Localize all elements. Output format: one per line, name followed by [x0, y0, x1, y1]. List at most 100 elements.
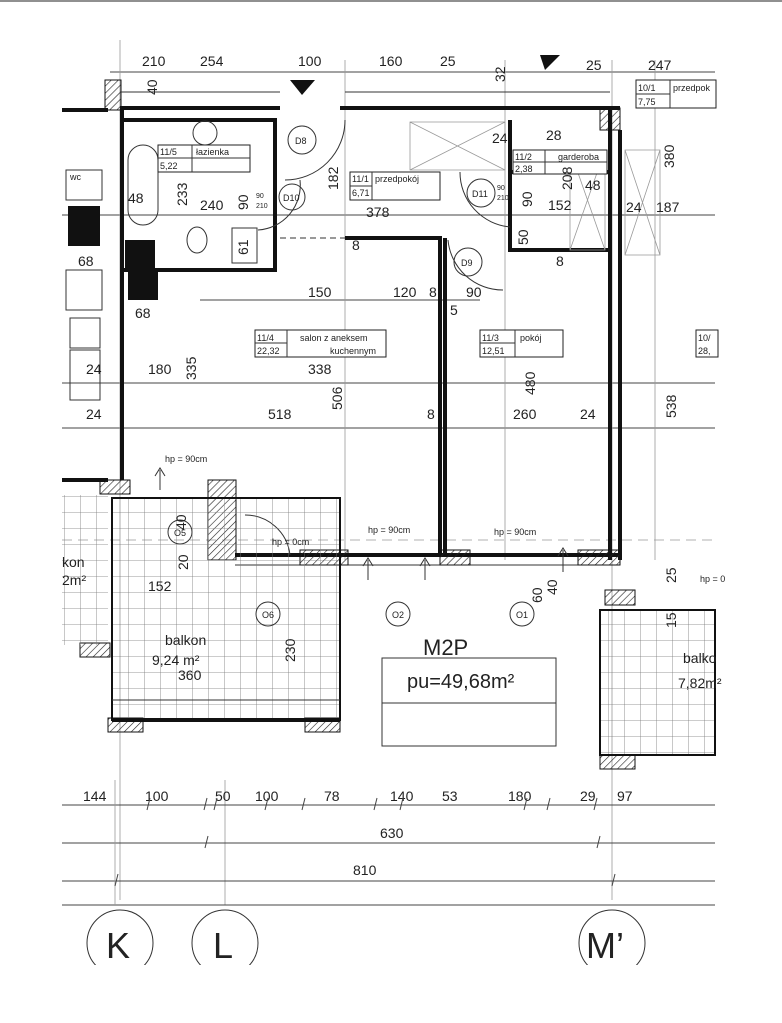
- plan-label: L: [213, 925, 233, 966]
- plan-label: 10/: [698, 333, 711, 343]
- plan-label: 247: [648, 57, 672, 73]
- plan-label: 240: [200, 197, 224, 213]
- plan-label: 8: [556, 253, 564, 269]
- plan-label: 10/1: [638, 83, 656, 93]
- plan-label: 335: [183, 356, 199, 380]
- plan-label: 260: [513, 406, 537, 422]
- room-11-5-label: 11/5 łazienka 5,22: [157, 144, 251, 173]
- plan-label: 11/2: [515, 152, 532, 162]
- plan-label: 538: [663, 394, 679, 418]
- plan-label: 518: [268, 406, 292, 422]
- plan-label: 48: [128, 190, 144, 206]
- plan-label: O6: [262, 610, 274, 620]
- room-11-2-label: 11/2 garderoba 2,38: [512, 149, 608, 175]
- plan-label: 150: [308, 284, 332, 300]
- wc-label: wc: [69, 172, 81, 182]
- plan-label: 7,75: [638, 97, 656, 107]
- plan-label: O1: [516, 610, 528, 620]
- plan-label: 810: [353, 862, 377, 878]
- plan-label: 210: [256, 203, 268, 210]
- plan-label: 100: [145, 788, 169, 804]
- plan-label: 25: [663, 567, 679, 583]
- plan-label: 24: [580, 406, 596, 422]
- plan-label: 187: [656, 199, 680, 215]
- plan-label: 100: [298, 53, 322, 69]
- plan-label: 29: [580, 788, 596, 804]
- plan-label: 22,32: [257, 346, 280, 356]
- plan-label: 7,82m²: [678, 675, 722, 691]
- plan-label: 28: [546, 127, 562, 143]
- plan-label: 11/1: [352, 174, 369, 184]
- plan-label: 28,: [698, 346, 711, 356]
- plan-label: 2,38: [515, 164, 533, 174]
- plan-label: 24: [492, 130, 508, 146]
- plan-label: 630: [380, 825, 404, 841]
- room-10-label: 10/ 28,: [695, 329, 719, 358]
- plan-label: 11/4: [257, 333, 274, 343]
- plan-label: 11/3: [482, 333, 499, 343]
- plan-label: 60: [529, 587, 545, 603]
- plan-label: 25: [586, 57, 602, 73]
- plan-label: 78: [324, 788, 340, 804]
- plan-label: D11: [472, 189, 488, 199]
- plan-label: 15: [663, 612, 679, 628]
- plan-label: 506: [329, 386, 345, 410]
- room-11-1-label: 11/1 przedpokój 6,71: [349, 171, 441, 201]
- dims-top: 210 254 100 160 25 32 25 247 40: [142, 53, 672, 95]
- plan-label: 97: [617, 788, 633, 804]
- plan-label: 32: [492, 66, 508, 82]
- plan-label: 180: [148, 361, 172, 377]
- plan-label: 20: [175, 554, 191, 570]
- plan-label: kon: [62, 554, 85, 570]
- plan-label: 90: [256, 193, 264, 200]
- plan-label: 8: [352, 237, 360, 253]
- plan-label: 480: [522, 371, 538, 395]
- plan-label: M’: [586, 925, 624, 966]
- plan-label: 230: [282, 638, 298, 662]
- dims-upper: 48 233 240 90 182 378 90 152 48 208 24 1…: [78, 127, 680, 269]
- plan-label: hp = 0cm: [272, 537, 309, 547]
- axis-k: K: [86, 909, 154, 977]
- balcony-labels: balkon 9,24 m² 360 balko 7,82m² kon 2m²: [62, 554, 722, 691]
- plan-label: 160: [379, 53, 403, 69]
- dims-lower: 152 20 230 60 40 25 15 40: [148, 514, 679, 662]
- plan-label: 5: [450, 302, 458, 318]
- plan-label: hp = 0: [700, 574, 725, 584]
- plan-label: balko: [683, 650, 717, 666]
- plan-label: 208: [559, 166, 575, 190]
- plan-label: K: [106, 925, 130, 966]
- plan-label: kuchennym: [330, 346, 376, 356]
- plan-label: 120: [393, 284, 417, 300]
- plan-label: 210: [142, 53, 166, 69]
- plan-label: 338: [308, 361, 332, 377]
- plan-label: 68: [78, 253, 94, 269]
- grid-axes: K L M’: [0, 909, 782, 1023]
- plan-label: garderoba: [558, 152, 599, 162]
- plan-label: 68: [135, 305, 151, 321]
- sill-heights: hp = 90cm hp = 0cm hp = 90cm hp = 90cm h…: [154, 454, 725, 584]
- plan-label: 182: [325, 166, 341, 190]
- plan-label: 40: [173, 514, 189, 530]
- plan-label: 144: [83, 788, 107, 804]
- plan-label: 378: [366, 204, 390, 220]
- plan-label: 40: [144, 79, 160, 95]
- plan-label: 24: [86, 406, 102, 422]
- plan-label: 380: [661, 144, 677, 168]
- dims-bottom: 144 100 50 100 78 140 53 180 29 97 630 8…: [62, 780, 715, 906]
- plan-label: łazienka: [196, 147, 229, 157]
- axis-m-prime: M’: [578, 909, 646, 977]
- plan-label: D10: [283, 193, 300, 203]
- dims-middle: 150 120 8 90 5 24 180 335 338 506 480 53…: [86, 284, 679, 422]
- usable-area: pu=49,68m²: [407, 671, 515, 693]
- plan-label: 360: [178, 667, 202, 683]
- room-11-4-label: 11/4 salon z aneksem kuchennym 22,32: [254, 329, 387, 358]
- plan-label: 9,24 m²: [152, 652, 200, 668]
- plan-label: przedpok: [673, 83, 711, 93]
- plan-label: 210: [497, 195, 509, 202]
- plan-label: hp = 90cm: [494, 527, 536, 537]
- plan-label: 152: [148, 578, 172, 594]
- plan-label: 90: [466, 284, 482, 300]
- plan-label: 254: [200, 53, 224, 69]
